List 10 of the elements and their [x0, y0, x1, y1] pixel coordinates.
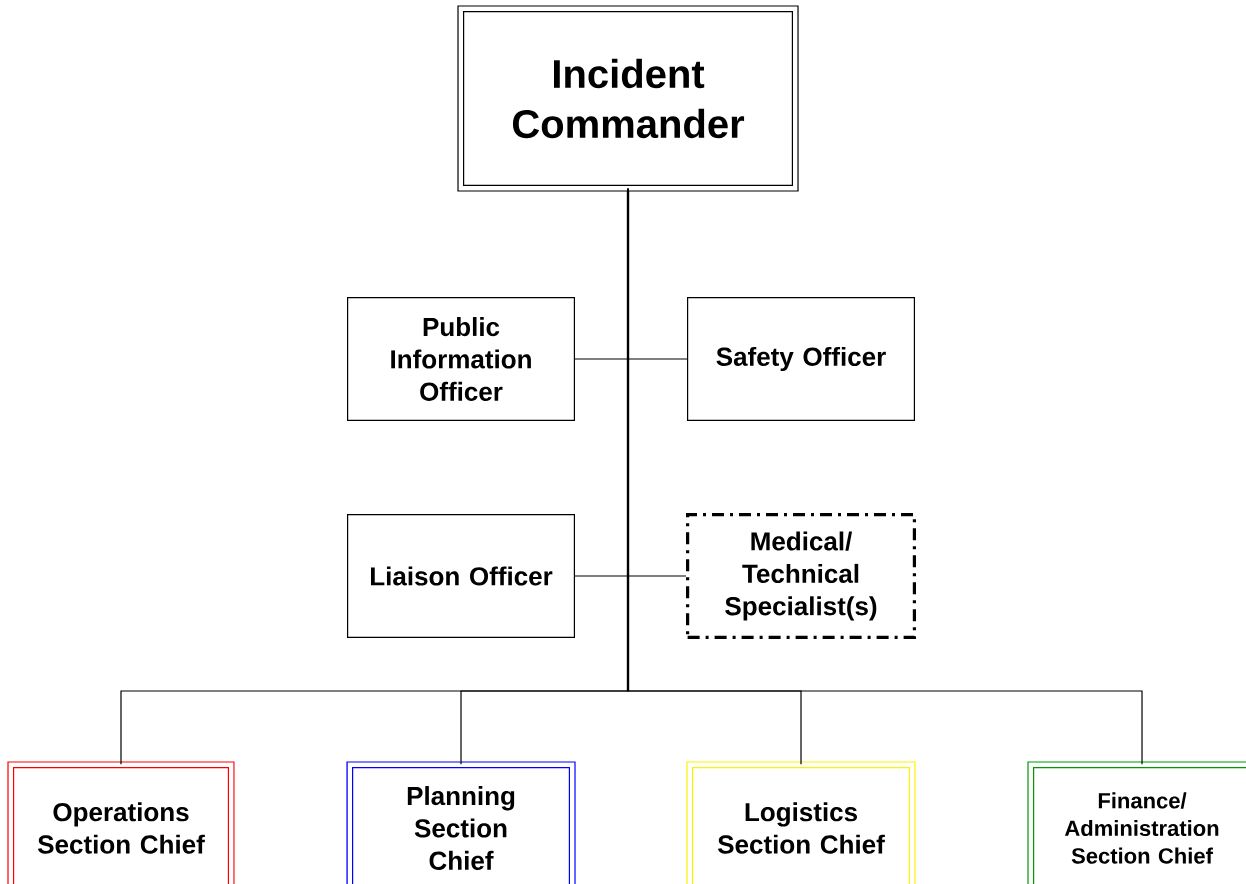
connector-line: [627, 188, 1143, 765]
officer-box: Public Information Officer: [347, 297, 575, 421]
officer-box: Liaison Officer: [347, 514, 575, 638]
section-box: Operations Section Chief: [7, 761, 235, 884]
section-box: Logistics Section Chief: [686, 761, 916, 884]
officer-box: Safety Officer: [687, 297, 915, 421]
section-box: Finance/ Administration Section Chief: [1027, 761, 1246, 884]
section-box: Planning Section Chief: [346, 761, 576, 884]
commander-box: Incident Commander: [457, 5, 799, 192]
specialist-box: Medical/ Technical Specialist(s): [686, 513, 916, 639]
